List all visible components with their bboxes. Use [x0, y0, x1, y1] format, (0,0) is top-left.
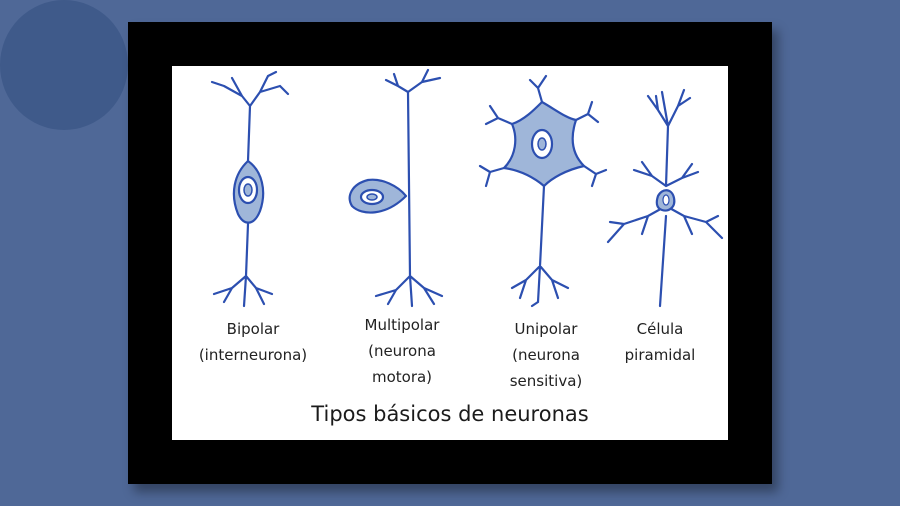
- neuron-label-bipolar: Bipolar (interneurona): [198, 320, 308, 364]
- unipolar-neuron: [478, 74, 608, 308]
- neurons-illustration: [210, 68, 724, 308]
- neuron-label-pyramidal: Célula piramidal: [624, 320, 696, 364]
- diagram-title: Tipos básicos de neuronas: [311, 402, 589, 426]
- neuron-label-unipolar: Unipolar (neurona sensitiva): [509, 320, 583, 390]
- pyramidal-cell: [606, 88, 724, 308]
- background-circle: [0, 0, 128, 130]
- multipolar-neuron: [348, 68, 444, 308]
- bipolar-neuron: [210, 70, 290, 308]
- neuron-diagram-panel: Bipolar (interneurona) Multipolar (neuro…: [172, 66, 728, 440]
- neuron-label-multipolar: Multipolar (neurona motora): [364, 316, 440, 386]
